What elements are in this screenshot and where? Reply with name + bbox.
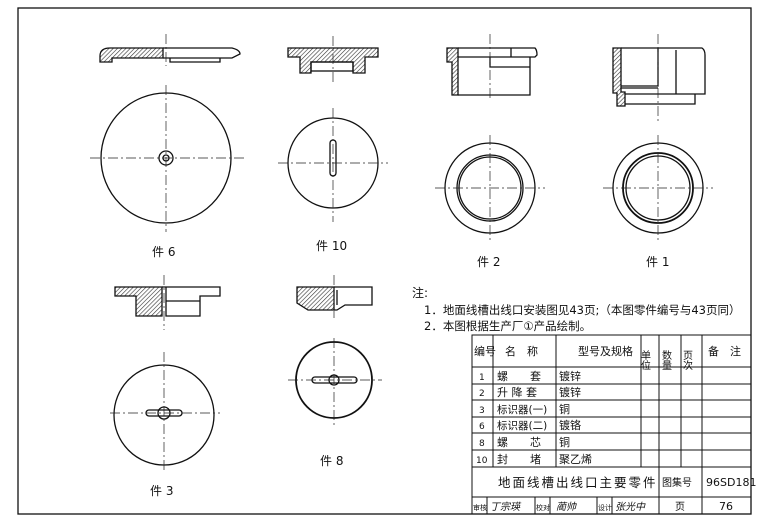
- row-no: 6: [479, 422, 485, 432]
- table-row: 2 升 降 套 镀锌: [479, 385, 581, 399]
- drawing-title: 地面线槽出线口主要零件: [498, 475, 658, 490]
- page-label: 页: [675, 501, 685, 513]
- part-10-label: 件 10: [316, 239, 347, 253]
- header-unit: 单位: [639, 350, 651, 370]
- row-no: 10: [476, 456, 488, 466]
- part-3-label: 件 3: [150, 484, 173, 498]
- review-label: 审核: [473, 503, 487, 512]
- table-row: 10 封 堵 聚乙烯: [476, 452, 592, 466]
- designer-signature: 张光中: [615, 501, 646, 513]
- part-6-label: 件 6: [152, 245, 175, 259]
- table-row: 1 螺 套 镀锌: [479, 369, 581, 383]
- part-1-drawing: [603, 34, 713, 240]
- table-row: 3 标识器(一) 铜: [479, 402, 570, 416]
- check-label: 校对: [536, 503, 550, 512]
- row-name: 升 降 套: [497, 385, 537, 399]
- page-number: 76: [719, 500, 733, 513]
- part-6-drawing: [90, 34, 244, 232]
- note-2: 2．本图根据生产厂①产品绘制。: [424, 319, 591, 333]
- row-no: 1: [479, 373, 485, 383]
- row-name: 螺 芯: [497, 435, 541, 449]
- part-8-label: 件 8: [320, 454, 343, 468]
- atlas-label: 图集号: [662, 476, 692, 489]
- sheet-frame: [17, 7, 752, 515]
- reviewer-signature: 丁宗瑛: [490, 501, 522, 513]
- row-no: 2: [479, 389, 485, 399]
- notes-title: 注:: [412, 285, 428, 300]
- part-3-drawing: [110, 275, 221, 472]
- header-spec: 型号及规格: [578, 344, 633, 358]
- table-row: 6 标识器(二) 镀铬: [479, 418, 581, 432]
- part-2-drawing: [435, 34, 545, 240]
- row-name: 标识器(二): [497, 420, 547, 432]
- part-2-label: 件 2: [477, 255, 500, 269]
- parts-table: [471, 334, 752, 515]
- part-8-drawing: [288, 275, 382, 425]
- header-remark: 备 注: [708, 344, 741, 358]
- row-name: 封 堵: [497, 452, 541, 466]
- row-name: 标识器(一): [497, 404, 547, 416]
- row-spec: 镀锌: [559, 385, 581, 399]
- header-qty: 数量: [660, 349, 672, 370]
- design-label: 设计: [598, 503, 612, 512]
- note-1: 1．地面线槽出线口安装图见43页;（本图零件编号与43页同）: [424, 303, 740, 317]
- atlas-number: 96SD181: [706, 476, 756, 489]
- header-page: 页次: [681, 350, 693, 371]
- row-no: 3: [479, 406, 485, 416]
- checker-signature: 蔺帅: [556, 501, 577, 513]
- header-name: 名 称: [505, 344, 538, 358]
- row-spec: 聚乙烯: [559, 453, 592, 466]
- part-10-drawing: [278, 36, 388, 222]
- row-spec: 铜: [559, 435, 570, 449]
- part-1-label: 件 1: [646, 255, 669, 269]
- row-spec: 镀锌: [559, 369, 581, 383]
- row-spec: 镀铬: [559, 418, 581, 432]
- header-no: 编号: [474, 344, 496, 358]
- row-name: 螺 套: [497, 370, 541, 383]
- row-no: 8: [479, 439, 485, 449]
- row-spec: 铜: [559, 402, 570, 416]
- table-row: 8 螺 芯 铜: [479, 435, 570, 449]
